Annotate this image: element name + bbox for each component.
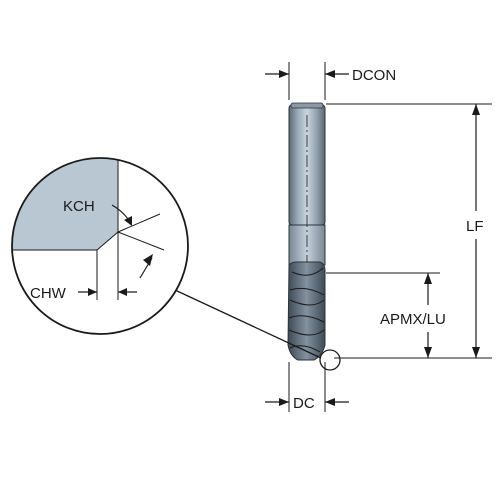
flute-helix-4	[288, 315, 325, 323]
tip-detail-circle	[319, 349, 341, 371]
flute-helix-5	[288, 329, 325, 336]
detail-leader-line	[174, 289, 322, 359]
apmx-lu-label: APMX/LU	[380, 311, 446, 328]
flute-helix-6	[289, 345, 321, 353]
flute-helix-2	[289, 287, 325, 296]
detail-corner-fill	[12, 158, 118, 250]
kch-label: KCH	[63, 198, 95, 215]
apmx-lu-dimension: APMX/LU	[326, 272, 446, 358]
tool-flutes	[287, 261, 326, 361]
detail-circle-outline	[11, 157, 189, 335]
dc-label: DC	[293, 395, 315, 412]
end-mill-tool	[287, 102, 341, 371]
dcon-label: DCON	[352, 67, 396, 84]
dcon-dimension: DCON	[265, 62, 396, 100]
lf-dimension: LF	[326, 103, 492, 359]
dc-dimension: DC	[265, 362, 349, 412]
detail-view: KCH CHW	[11, 157, 189, 335]
flute-helix-1	[291, 267, 324, 276]
flute-helix-3	[289, 299, 325, 306]
lf-label: LF	[466, 218, 484, 235]
tool-shank-chamfer	[290, 102, 324, 109]
chw-label: CHW	[30, 285, 67, 302]
